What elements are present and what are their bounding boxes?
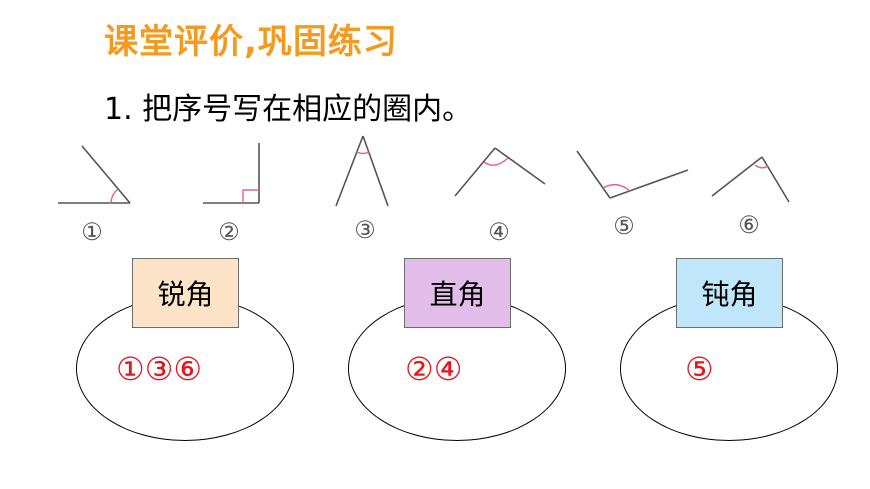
angle-3 (335, 135, 389, 207)
angle-label-5: ⑤ (613, 212, 635, 240)
acute-answer: ①③⑥ (116, 350, 203, 388)
angle-label-3: ③ (354, 216, 376, 244)
angle-5 (576, 150, 689, 199)
obtuse-answer: ⑤ (685, 350, 714, 388)
obtuse-label: 钝角 (676, 258, 783, 328)
angle-1 (58, 145, 131, 204)
angle-6 (711, 156, 790, 203)
angle-4 (454, 147, 546, 197)
angle-label-6: ⑥ (738, 211, 760, 239)
right-label: 直角 (404, 258, 511, 328)
question-text: 1. 把序号写在相应的圈内。 (104, 92, 473, 127)
angle-2 (203, 143, 260, 204)
angle-label-1: ① (81, 218, 103, 246)
right-answer: ②④ (405, 350, 463, 388)
page-title: 课堂评价,巩固练习 (104, 22, 398, 62)
angle-label-4: ④ (488, 218, 510, 246)
angle-label-2: ② (218, 218, 240, 246)
acute-label: 锐角 (132, 258, 239, 328)
